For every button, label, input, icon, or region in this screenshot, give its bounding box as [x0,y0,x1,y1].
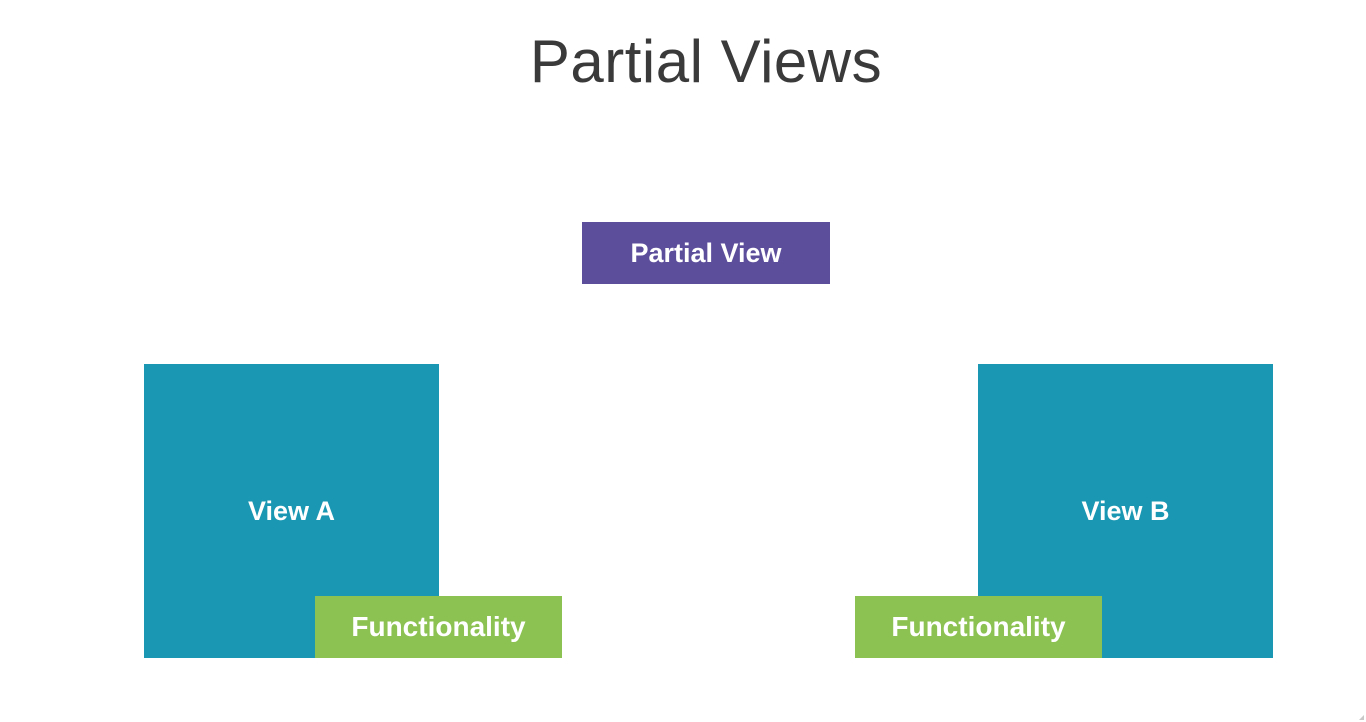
view-a-box: View A [144,364,439,658]
partial-view-box: Partial View [582,222,830,284]
view-a-functionality-box: Functionality [315,596,562,658]
partial-view-label: Partial View [630,237,782,268]
view-b-functionality-box: Functionality [855,596,1102,658]
view-a-functionality-label: Functionality [351,611,526,642]
view-b-label: View B [1081,495,1170,526]
view-b-functionality-label: Functionality [891,611,1066,642]
slide-title: Partial Views [529,28,883,95]
view-a-label: View A [247,495,336,526]
resize-corner-icon [1359,715,1364,720]
